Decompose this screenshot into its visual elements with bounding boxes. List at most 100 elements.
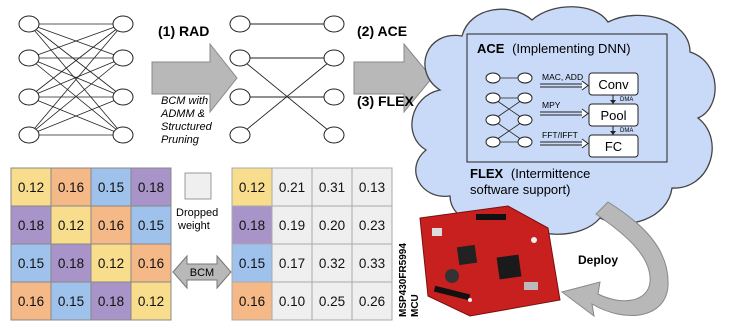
- ace-title: ACE (Implementing DNN): [477, 41, 631, 56]
- matrix-value: 0.13: [359, 180, 385, 195]
- fc-label: FC: [605, 139, 622, 154]
- matrix-value: 0.12: [138, 294, 164, 309]
- matrix-value: 0.16: [98, 218, 124, 233]
- matrix-value: 0.12: [239, 180, 265, 195]
- matrix-cell: [231, 281, 273, 321]
- matrix-value: 0.15: [18, 256, 44, 271]
- neuron: [517, 114, 533, 126]
- neuron: [323, 126, 345, 144]
- matrix-cell: [130, 205, 172, 245]
- neuron: [517, 92, 533, 104]
- matrix-cell: [10, 281, 52, 321]
- flex-title-bold: FLEX: [470, 166, 504, 181]
- bcm-arrow: [172, 254, 232, 290]
- matrix-value: 0.18: [58, 256, 84, 271]
- matrix-cell: [351, 205, 393, 245]
- network-edge: [28, 57, 124, 98]
- network-edge: [28, 23, 124, 98]
- dropped-weight-swatch: [184, 172, 212, 200]
- fc-block: [588, 134, 639, 158]
- matrix-cell: [50, 243, 92, 283]
- neuron: [229, 88, 251, 106]
- matrix-cell: [50, 205, 92, 245]
- cloud: [411, 6, 716, 235]
- neuron: [112, 88, 134, 106]
- neuron: [485, 114, 501, 126]
- matrix-cell: [130, 281, 172, 321]
- neuron: [485, 136, 501, 148]
- ace-mini-network: [485, 72, 533, 148]
- matrix-value: 0.12: [98, 256, 124, 271]
- rad-caption-line: BCM with: [161, 95, 208, 107]
- pool-label: Pool: [600, 108, 626, 123]
- deploy-arrow: [560, 201, 669, 318]
- matrix-value: 0.15: [98, 180, 124, 195]
- matrix-cell: [231, 243, 273, 283]
- dma-label: DMA: [620, 128, 633, 134]
- matrix-value: 0.18: [98, 294, 124, 309]
- matrix-cell: [271, 243, 313, 283]
- matrix-cell: [311, 243, 353, 283]
- matrix-value: 0.33: [359, 256, 385, 271]
- network-edge: [28, 96, 124, 136]
- rad-caption-line: Pruning: [161, 134, 200, 146]
- pruned-network: [229, 15, 345, 144]
- matrix-cell: [231, 167, 273, 207]
- matrix-cell: [271, 205, 313, 245]
- matrix-cell: [90, 281, 132, 321]
- matrix-value: 0.32: [319, 256, 345, 271]
- dense-network: [18, 15, 134, 144]
- ace-title-bold: ACE: [477, 41, 505, 56]
- ace-title-rest: (Implementing DNN): [512, 41, 630, 56]
- network-edge: [239, 57, 335, 136]
- network-edge: [28, 23, 124, 59]
- matrix-value: 0.18: [239, 218, 265, 233]
- matrix-cell: [271, 281, 313, 321]
- matrix-cell: [50, 281, 92, 321]
- neuron: [323, 15, 345, 33]
- neuron: [112, 126, 134, 144]
- dropped-weight-label: weight: [177, 220, 210, 232]
- ace-arrow: [353, 42, 433, 114]
- dropped-weight-label: Dropped: [176, 207, 218, 219]
- neuron: [18, 49, 40, 67]
- neuron: [323, 49, 345, 67]
- mcu-label: MCU: [410, 294, 421, 317]
- neuron: [229, 15, 251, 33]
- mcu-model-label: MSP430FR5994: [398, 243, 409, 317]
- neuron: [517, 72, 533, 84]
- rad-caption-line: Structured: [161, 121, 213, 133]
- matrix-value: 0.16: [18, 294, 44, 309]
- bcm-label: BCM: [190, 267, 214, 279]
- network-edge: [28, 23, 124, 136]
- rad-caption: BCM with ADMM & Structured Pruning: [160, 95, 213, 146]
- matrix-cell: [130, 243, 172, 283]
- matrix-value: 0.23: [359, 218, 385, 233]
- double-arrows: [540, 80, 589, 149]
- matrix-value: 0.15: [138, 218, 164, 233]
- matrix-value: 0.31: [319, 180, 345, 195]
- flex-title-rest: (Intermittence: [511, 166, 590, 181]
- matrix-value: 0.19: [279, 218, 305, 233]
- matrix-value: 0.17: [279, 256, 305, 271]
- matrix-cell: [311, 281, 353, 321]
- matrix-value: 0.26: [359, 294, 385, 309]
- matrix-value: 0.10: [279, 294, 305, 309]
- matrix-cell: [351, 167, 393, 207]
- conv-label: Conv: [598, 77, 629, 92]
- op-mac-add: MAC, ADD: [542, 72, 583, 82]
- matrix-value: 0.18: [18, 218, 44, 233]
- step-rad-label: (1) RAD: [158, 23, 209, 39]
- neuron: [18, 15, 40, 33]
- neuron: [229, 126, 251, 144]
- matrix-value: 0.12: [18, 180, 44, 195]
- bcm-weight-matrix: 0.12 0.16 0.15 0.18 0.18 0.12 0.16 0.15 0.15 0.18…: [10, 167, 172, 321]
- deploy-label: Deploy: [578, 253, 618, 267]
- matrix-value: 0.12: [58, 218, 84, 233]
- neuron: [18, 126, 40, 144]
- neuron: [112, 15, 134, 33]
- rad-arrow: [151, 42, 238, 114]
- matrix-cell: [130, 167, 172, 207]
